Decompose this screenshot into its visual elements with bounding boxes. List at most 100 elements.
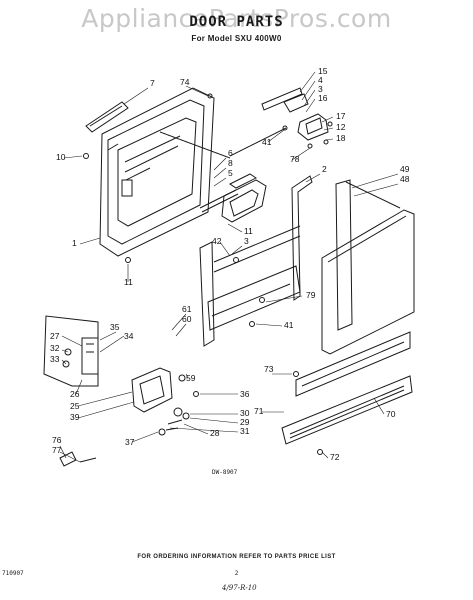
leader-line [301, 80, 316, 101]
part-callout-4: 4 [318, 75, 323, 85]
leader-line [291, 147, 311, 161]
part-callout-32: 32 [50, 343, 60, 353]
part-callout-49: 49 [400, 164, 410, 174]
screws [83, 93, 323, 455]
leader-line [321, 116, 334, 123]
handwritten-revision-note: 4/97-R-10 [222, 584, 257, 592]
part-callout-37: 37 [125, 437, 135, 447]
part-callout-10: 10 [56, 152, 66, 162]
part-callout-25: 25 [70, 401, 80, 411]
leader-line [75, 379, 83, 395]
part-callout-48: 48 [400, 174, 410, 184]
part-callout-28: 28 [210, 428, 220, 438]
leader-line [123, 87, 149, 105]
clip-parts [59, 451, 97, 467]
leader-line [77, 391, 133, 407]
leader-line [299, 71, 316, 93]
part-callout-7: 7 [150, 78, 155, 88]
leader-line [267, 129, 285, 143]
leader-line [305, 173, 321, 183]
part-callout-11: 11 [244, 226, 253, 236]
diagram-subtitle: For Model SXU 400W0 [191, 34, 282, 43]
part-callout-12: 12 [336, 122, 346, 132]
leader-line [321, 451, 329, 459]
part-callout-41: 41 [262, 137, 272, 147]
leader-line [61, 335, 83, 347]
leader-line [59, 445, 67, 459]
part-callout-27: 27 [50, 331, 60, 341]
drawing-number: DW-8907 [212, 469, 238, 476]
part-callout-8: 8 [228, 158, 233, 168]
part-callout-39: 39 [70, 412, 80, 422]
part-callout-16: 16 [318, 93, 328, 103]
leader-line [131, 431, 159, 443]
leader-line [351, 173, 399, 189]
diagram-title: DOOR PARTS [189, 14, 284, 30]
leader-line [265, 295, 303, 303]
part-callout-33: 33 [50, 354, 60, 364]
part-callout-18: 18 [336, 133, 346, 143]
part-callout-76: 76 [52, 435, 62, 445]
leader-line [185, 373, 189, 379]
leader-line [171, 313, 187, 331]
part-callout-78: 78 [290, 154, 300, 164]
part-callout-70: 70 [386, 409, 396, 419]
leader-line [175, 323, 187, 337]
leader-line [219, 241, 231, 257]
leader-line [183, 423, 209, 435]
part-callout-11: 11 [124, 277, 133, 287]
leader-line [99, 331, 117, 341]
part-callout-1: 1 [72, 238, 77, 248]
part-callout-3: 3 [244, 236, 249, 246]
part-callout-15: 15 [318, 66, 328, 76]
part-callout-6: 6 [228, 148, 233, 158]
hinge-switch-parts [159, 87, 333, 159]
leader-line [79, 237, 101, 245]
leader-line [373, 397, 385, 415]
leader-line [255, 323, 283, 327]
part-callout-79: 79 [306, 290, 316, 300]
part-callout-17: 17 [336, 111, 346, 121]
part-callout-42: 42 [212, 236, 222, 246]
inner-door-panel [99, 87, 215, 257]
leader-line [189, 417, 239, 424]
part-callout-71: 71 [254, 406, 264, 416]
part-callout-29: 29 [240, 417, 250, 427]
leader-line [213, 177, 227, 187]
side-bracket [199, 175, 313, 347]
part-callout-77: 77 [52, 445, 62, 455]
part-callout-5: 5 [228, 168, 233, 178]
leader-line [169, 427, 239, 433]
part-callout-59: 59 [186, 373, 196, 383]
page-number: 2 [234, 570, 239, 577]
toe-plate [281, 331, 413, 445]
leader-line [325, 138, 334, 141]
catalog-code: 710907 [2, 570, 24, 577]
spring-parts [158, 407, 190, 436]
part-callout-60: 60 [182, 314, 192, 324]
watermark-text: AppliancePartsPros.com [81, 4, 392, 33]
part-callout-2: 2 [322, 164, 327, 174]
leader-line [213, 157, 227, 171]
part-callout-3: 3 [318, 84, 323, 94]
part-callout-61: 61 [182, 304, 192, 314]
ordering-info-note: FOR ORDERING INFORMATION REFER TO PARTS … [137, 554, 336, 560]
part-callout-41: 41 [284, 320, 294, 330]
leader-line [213, 167, 227, 179]
part-callout-36: 36 [240, 389, 250, 399]
leader-line [59, 451, 81, 463]
outer-door-panel [321, 179, 415, 355]
leader-line [305, 98, 316, 113]
part-callout-74: 74 [180, 77, 190, 87]
part-callout-31: 31 [240, 426, 250, 436]
leader-line [77, 401, 135, 419]
door-handle [85, 101, 129, 133]
part-callout-35: 35 [110, 322, 120, 332]
leader-line [303, 89, 316, 107]
small-parts-inset [43, 315, 99, 387]
part-callout-73: 73 [264, 364, 274, 374]
leader-line [61, 349, 69, 353]
